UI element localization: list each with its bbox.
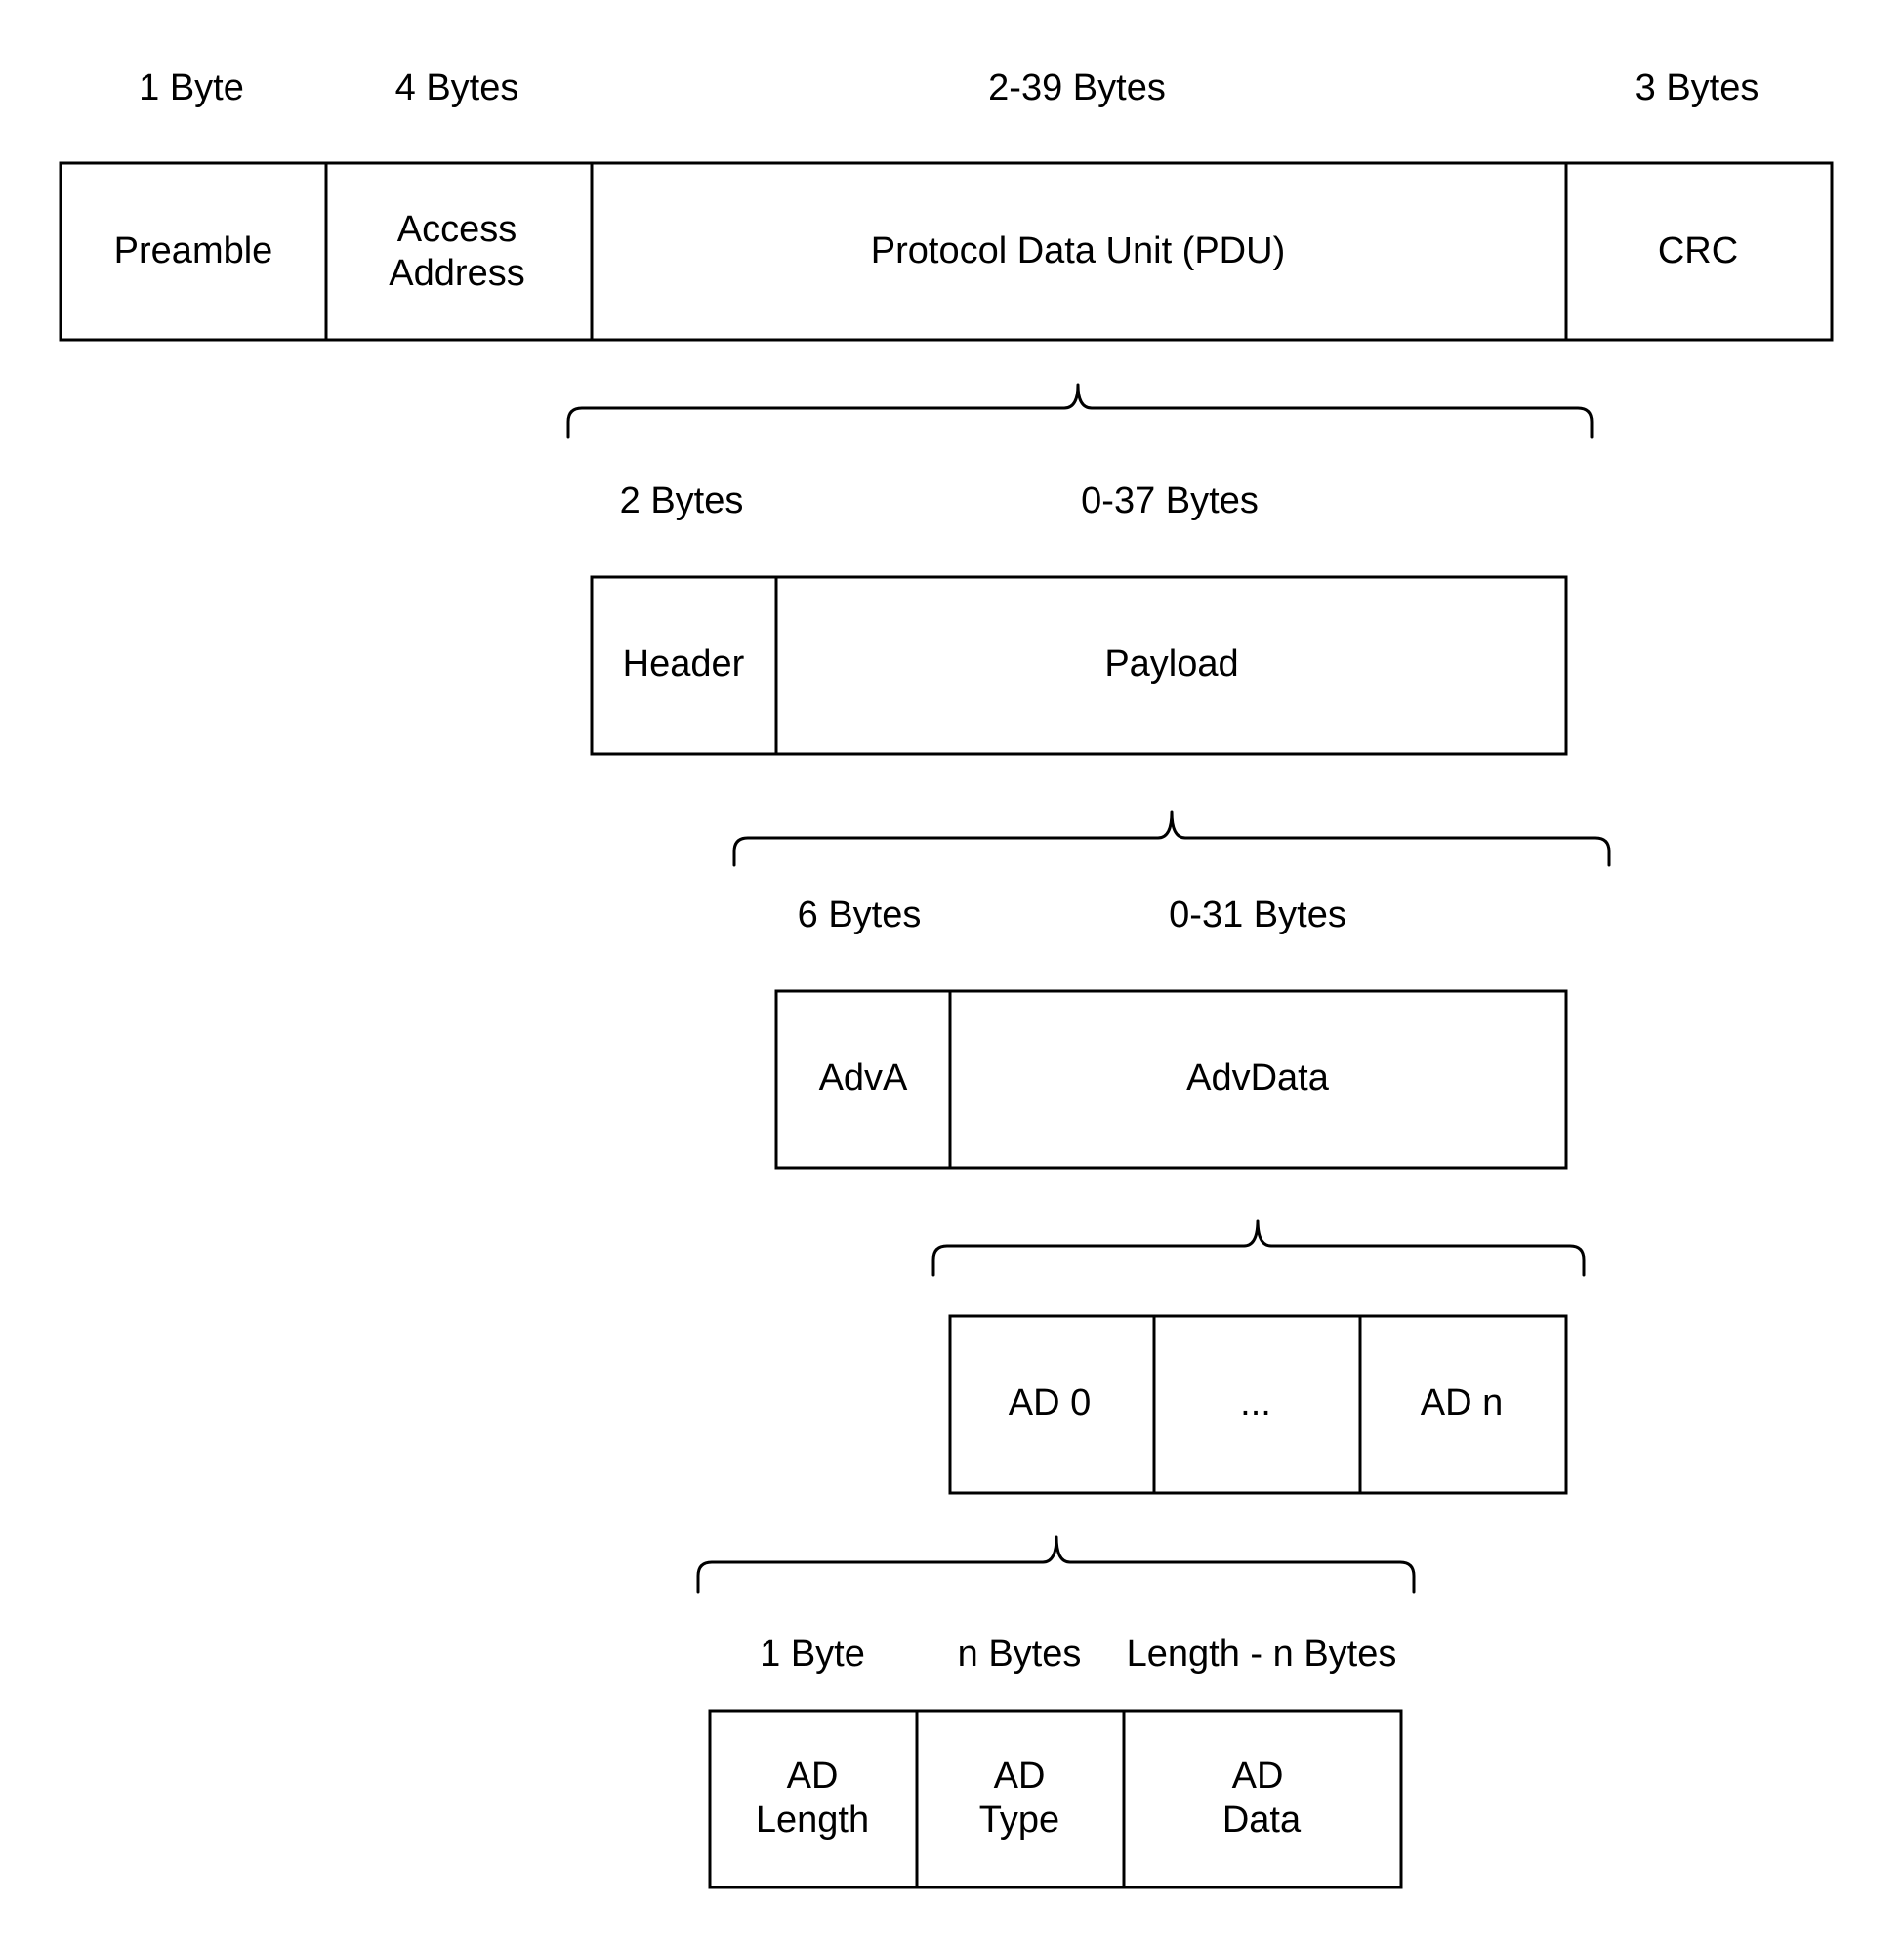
preamble-size-label: 1 Byte <box>139 67 244 108</box>
preamble-field <box>59 161 328 342</box>
payload-field <box>774 575 1568 756</box>
ad-length-label-line2: Length <box>756 1800 869 1841</box>
ad-structure-expansion-brace <box>696 1535 1416 1594</box>
advdata-field <box>948 989 1568 1170</box>
preamble-label: Preamble <box>114 230 273 271</box>
ad-data-label-line1: AD <box>1232 1756 1284 1797</box>
adva-label: AdvA <box>819 1057 908 1098</box>
crc-field <box>1564 161 1834 342</box>
ad-n-field <box>1358 1314 1568 1495</box>
pdu-field <box>590 161 1568 342</box>
ad-data-label-line2: Data <box>1222 1800 1302 1841</box>
pdu-level: 2 Bytes 0-37 Bytes Header Payload <box>590 480 1568 756</box>
pdu-size-label: 2-39 Bytes <box>988 67 1166 108</box>
advdata-label: AdvData <box>1186 1057 1330 1098</box>
ad-data-size-label: Length - n Bytes <box>1127 1634 1397 1675</box>
ad-type-label-line2: Type <box>979 1800 1059 1841</box>
ad-0-field <box>948 1314 1156 1495</box>
advdata-expansion-brace <box>931 1219 1586 1277</box>
payload-label: Payload <box>1104 643 1238 684</box>
ad-type-size-label: n Bytes <box>958 1634 1082 1675</box>
access-address-size-label: 4 Bytes <box>395 67 519 108</box>
header-size-label: 2 Bytes <box>620 480 744 521</box>
pdu-expansion-brace <box>566 383 1594 439</box>
crc-label: CRC <box>1658 230 1738 271</box>
access-address-label-line2: Address <box>389 253 524 294</box>
ad-type-field <box>915 1709 1126 1889</box>
adva-size-label: 6 Bytes <box>798 894 922 935</box>
ad-ellipsis-label: ... <box>1240 1383 1271 1424</box>
ad-n-label: AD n <box>1421 1383 1503 1424</box>
packet-level: 1 Byte 4 Bytes 2-39 Bytes 3 Bytes Preamb… <box>59 67 1834 342</box>
pdu-label: Protocol Data Unit (PDU) <box>871 230 1285 271</box>
access-address-field <box>324 161 594 342</box>
ad-length-size-label: 1 Byte <box>760 1634 865 1675</box>
crc-size-label: 3 Bytes <box>1635 67 1759 108</box>
ad-0-label: AD 0 <box>1009 1383 1091 1424</box>
adva-field <box>774 989 952 1170</box>
payload-level: 6 Bytes 0-31 Bytes AdvA AdvData <box>774 894 1568 1170</box>
ad-data-field <box>1122 1709 1403 1889</box>
ad-type-label-line1: AD <box>994 1756 1046 1797</box>
header-label: Header <box>623 643 745 684</box>
ad-length-label-line1: AD <box>787 1756 839 1797</box>
advdata-level: AD 0 ... AD n <box>948 1314 1568 1495</box>
ad-ellipsis-field <box>1152 1314 1362 1495</box>
payload-expansion-brace <box>732 810 1611 867</box>
ad-structure-level: 1 Byte n Bytes Length - n Bytes AD Lengt… <box>708 1634 1403 1889</box>
access-address-label-line1: Access <box>397 209 517 250</box>
payload-size-label: 0-37 Bytes <box>1081 480 1259 521</box>
advdata-size-label: 0-31 Bytes <box>1169 894 1346 935</box>
